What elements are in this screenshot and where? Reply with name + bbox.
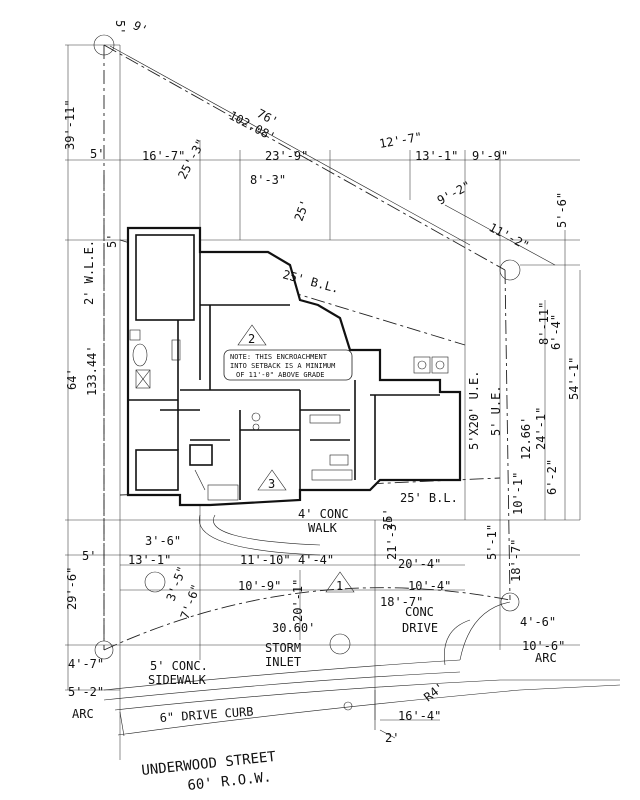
small-post-marker [343,701,353,711]
encroachment-note: NOTE: THIS ENCROACHMENT INTO SETBACK IS … [223,349,353,381]
tree-marker [144,571,166,593]
marker-2: 2 [248,332,255,346]
dim-11-2: 11'-2" [487,220,532,253]
dim-23-9: 23'-9" [265,149,308,163]
dim-39-11: 39'-11" [63,99,77,150]
dim-8-3: 8'-3" [250,173,286,187]
dim-12-66: 12.66' [519,417,533,460]
dim-20-4: 20'-4" [398,557,441,571]
dim-16-7: 16'-7" [142,149,185,163]
dim-10-1: 10'-1" [511,472,525,515]
note-line-1: NOTE: THIS ENCROACHMENT [230,353,328,361]
dim-54-1: 54'-1" [567,357,581,400]
dim-4-6: 4'-6" [520,615,556,629]
dim-25: 25' [292,198,313,223]
sidewalk-and-street [103,514,621,739]
walk-label-2: WALK [308,521,338,535]
dim-13-1: 13'-1" [415,149,458,163]
arc-label-right: ARC [535,651,557,665]
dim-3-6: 3'-6" [145,534,181,548]
corner-markers [93,34,521,711]
marker-1: 1 [336,579,343,593]
dim-10-6: 10'-6" [522,639,565,653]
dim-r4: R4' [421,680,447,704]
dim-29-6: 29'-6" [65,567,79,610]
corner-marker-nw [93,34,115,56]
dim-5-left: 5' [90,147,104,161]
dim-8-11: 8'-11" [537,302,551,345]
drive-curb-label: 6" DRIVE CURB [159,704,254,725]
dim-18-7: 18'-7" [380,595,423,609]
storm-inlet-label-1: STORM [265,641,301,655]
dim-21-3: 21'-3" [385,517,399,560]
marker-3: 3 [268,477,275,491]
dim-5-wall: 5' [105,234,119,248]
dim-10-4: 10'-4" [408,579,451,593]
storm-inlet-label-2: INLET [265,655,301,669]
walk-label-1: 4' CONC [298,507,349,521]
drive-label-1: CONC [405,605,434,619]
note-line-2: INTO SETBACK IS A MINIMUM [230,362,335,370]
note-line-3: OF 11'-0" ABOVE GRADE [236,371,325,379]
utility-easement-label: 5'X20' U.E. [467,371,481,450]
dim-20-1: 20'-1" [291,579,305,622]
sidewalk-label-2: SIDEWALK [148,673,207,687]
dim-9: 9' [131,18,150,37]
dim-133-44: 133.44' [85,345,99,396]
dimension-labels: 5' 9' 39'-11" 76' 102.08' 25'-3" 12'-7" … [63,18,581,745]
dim-18-7-side: 18'-7" [509,539,523,582]
front-setback-label: 25' B.L. [400,491,458,505]
corner-marker-sw [94,640,114,660]
dim-24-1: 24'-1" [534,407,548,450]
utility-easement-label-2: 5' U.E. [489,385,503,436]
dim-9-9: 9'-9" [472,149,508,163]
corner-marker-ne [499,259,521,281]
reference-grid [65,44,581,760]
dim-6-2: 6'-2" [545,459,559,495]
dim-4-4: 4'-4" [298,553,334,567]
dim-12-7: 12'-7" [378,130,423,151]
triangle-markers: 2 3 1 [237,324,355,593]
dim-13-1-front: 13'-1" [128,553,171,567]
dim-5-1: 5'-1" [485,524,499,560]
dim-4-7: 4'-7" [68,657,104,671]
dim-5-2: 5'-2" [68,685,104,699]
dim-10-9: 10'-9" [238,579,281,593]
dim-5-6: 5'-6" [555,192,569,228]
dim-11-10: 11'-10" [240,553,291,567]
storm-inlet-marker [329,633,351,655]
arc-label-left: ARC [72,707,94,721]
dim-16-4: 16'-4" [398,709,441,723]
corner-marker-se [500,592,520,612]
dim-2: 2' [385,731,399,745]
sidewalk-label-1: 5' CONC. [150,659,208,673]
wle-label: 2' W.L.E. [82,240,96,305]
dim-5-front: 5' [82,549,96,563]
dim-25-front: 25' [381,508,395,530]
drive-label-2: DRIVE [402,621,438,635]
dim-64: 64' [65,368,79,390]
dim-9-2: 9'-2" [435,178,473,207]
dim-6-4: 6'-4" [549,314,563,350]
dim-5-top: 5' [113,20,127,34]
dim-30-60: 30.60' [272,621,315,635]
